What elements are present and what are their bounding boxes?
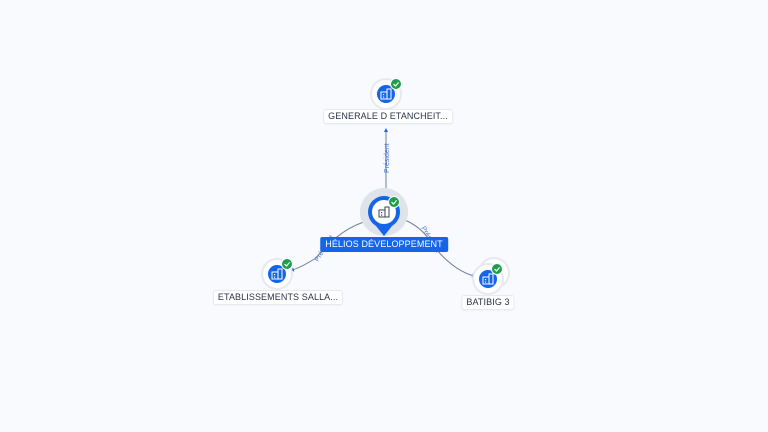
building-icon (271, 268, 283, 280)
company-node-left[interactable] (261, 258, 293, 290)
company-node-center[interactable] (360, 188, 408, 236)
node-label-center[interactable]: HÉLIOS DÉVELOPPEMENT (320, 237, 448, 252)
verified-badge-icon (388, 196, 400, 208)
company-node-right[interactable] (472, 257, 510, 295)
edge-label-top: Président (384, 143, 391, 173)
building-icon (378, 206, 390, 218)
edge-center-top[interactable]: Président (384, 128, 391, 198)
node-label-left[interactable]: ETABLISSEMENTS SALLA... (213, 291, 343, 304)
node-label-top[interactable]: GENERALE D ETANCHEIT... (324, 110, 452, 123)
verified-badge-icon (390, 78, 402, 90)
building-icon (482, 273, 494, 285)
company-node-top[interactable] (370, 78, 402, 110)
verified-badge-icon (281, 258, 293, 270)
verified-badge-icon (491, 263, 503, 275)
building-icon (380, 88, 392, 100)
node-label-right[interactable]: BATIBIG 3 (462, 296, 514, 309)
